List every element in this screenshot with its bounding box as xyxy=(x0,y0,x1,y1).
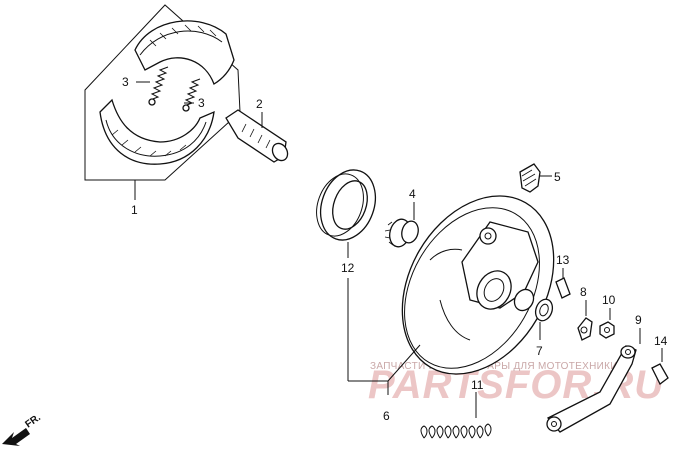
front-arrow-icon xyxy=(2,428,30,446)
part-label-10: 10 xyxy=(602,293,616,307)
part-label-11: 11 xyxy=(471,378,484,392)
brake-arm xyxy=(546,328,641,433)
part-label-12: 12 xyxy=(341,261,355,275)
part-label-9: 9 xyxy=(635,313,642,327)
felt-seal xyxy=(534,298,554,340)
watermark-caption: ЗАПЧАСТИ И АКСЕССУАРЫ ДЛЯ МОТОТЕХНИКИ xyxy=(370,361,618,372)
part-label-6: 6 xyxy=(383,409,390,423)
return-spring xyxy=(420,392,492,439)
brake-panel xyxy=(348,195,555,395)
wear-indicator xyxy=(577,300,593,341)
lock-nut xyxy=(599,308,615,339)
part-label-7: 7 xyxy=(536,344,543,358)
breather-cap xyxy=(519,163,552,193)
part-label-8: 8 xyxy=(580,285,587,299)
brake-cam xyxy=(225,109,289,163)
part-label-13: 13 xyxy=(556,253,570,267)
arm-bolt xyxy=(651,348,669,385)
upper-brake-shoe xyxy=(134,20,235,85)
dust-seal xyxy=(316,169,377,381)
part-label-3-right: 3 xyxy=(198,96,205,110)
part-label-14: 14 xyxy=(654,334,668,348)
part-label-4: 4 xyxy=(409,187,416,201)
front-direction-indicator: FR. xyxy=(2,412,43,446)
part-label-3-left: 3 xyxy=(122,75,129,89)
panel-bolt xyxy=(555,268,571,299)
part-label-1: 1 xyxy=(131,203,138,217)
speedometer-gear xyxy=(384,202,419,248)
shoe-spring-left xyxy=(148,66,169,106)
part-label-2: 2 xyxy=(256,97,263,111)
brake-shoe-set xyxy=(84,4,241,200)
shoe-spring-right xyxy=(182,78,201,112)
lower-brake-shoe xyxy=(99,98,215,165)
part-label-5: 5 xyxy=(554,170,561,184)
front-direction-label: FR. xyxy=(23,412,43,430)
